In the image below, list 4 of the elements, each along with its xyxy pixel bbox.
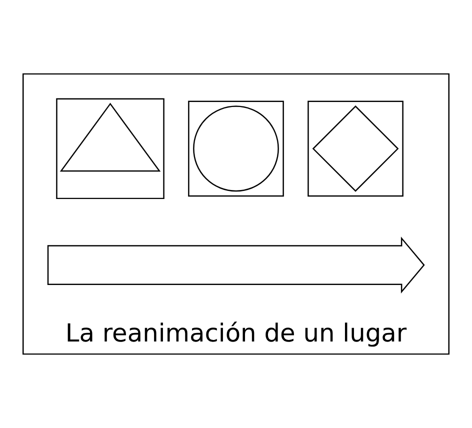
cluster: [56, 98, 164, 200]
node-triangle: [60, 102, 161, 172]
node-arrow: [47, 236, 425, 294]
cluster: La reanimación de un lugar: [22, 73, 450, 355]
